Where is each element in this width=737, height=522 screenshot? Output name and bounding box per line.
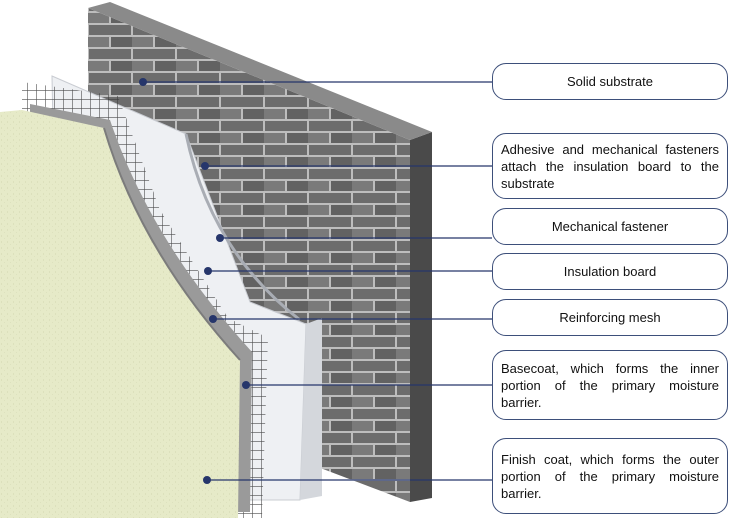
label-adhesive-fasteners: Adhesive and mechanical fasteners attach…	[501, 141, 719, 191]
leader-dot-adhesive-fasteners	[201, 162, 209, 170]
brick-wall-top	[88, 2, 432, 140]
leader-dot-finish-coat	[203, 476, 211, 484]
leader-dot-solid-substrate	[139, 78, 147, 86]
callout-solid-substrate: Solid substrate	[492, 63, 728, 100]
callout-adhesive-fasteners: Adhesive and mechanical fasteners attach…	[492, 133, 728, 199]
brick-wall-end	[410, 132, 432, 502]
label-mechanical-fastener: Mechanical fastener	[551, 219, 669, 234]
leader-dot-mechanical-fastener	[216, 234, 224, 242]
callout-basecoat: Basecoat, which forms the inner portion …	[492, 350, 728, 420]
finish-coat-edge	[103, 127, 241, 361]
label-insulation-board: Insulation board	[563, 264, 657, 279]
insulation-board-edge	[300, 318, 322, 500]
callout-mechanical-fastener: Mechanical fastener	[492, 208, 728, 245]
label-finish-coat: Finish coat, which forms the outer porti…	[501, 451, 719, 501]
leader-dot-reinforcing-mesh	[209, 315, 217, 323]
leader-dot-basecoat	[242, 381, 250, 389]
leader-lines	[139, 78, 492, 484]
callout-reinforcing-mesh: Reinforcing mesh	[492, 299, 728, 336]
finish-coat-shape	[0, 110, 240, 518]
label-basecoat: Basecoat, which forms the inner portion …	[501, 360, 719, 410]
label-reinforcing-mesh: Reinforcing mesh	[559, 310, 661, 325]
label-solid-substrate: Solid substrate	[567, 74, 653, 89]
callout-finish-coat: Finish coat, which forms the outer porti…	[492, 438, 728, 514]
leader-dot-insulation-board	[204, 267, 212, 275]
callout-insulation-board: Insulation board	[492, 253, 728, 290]
